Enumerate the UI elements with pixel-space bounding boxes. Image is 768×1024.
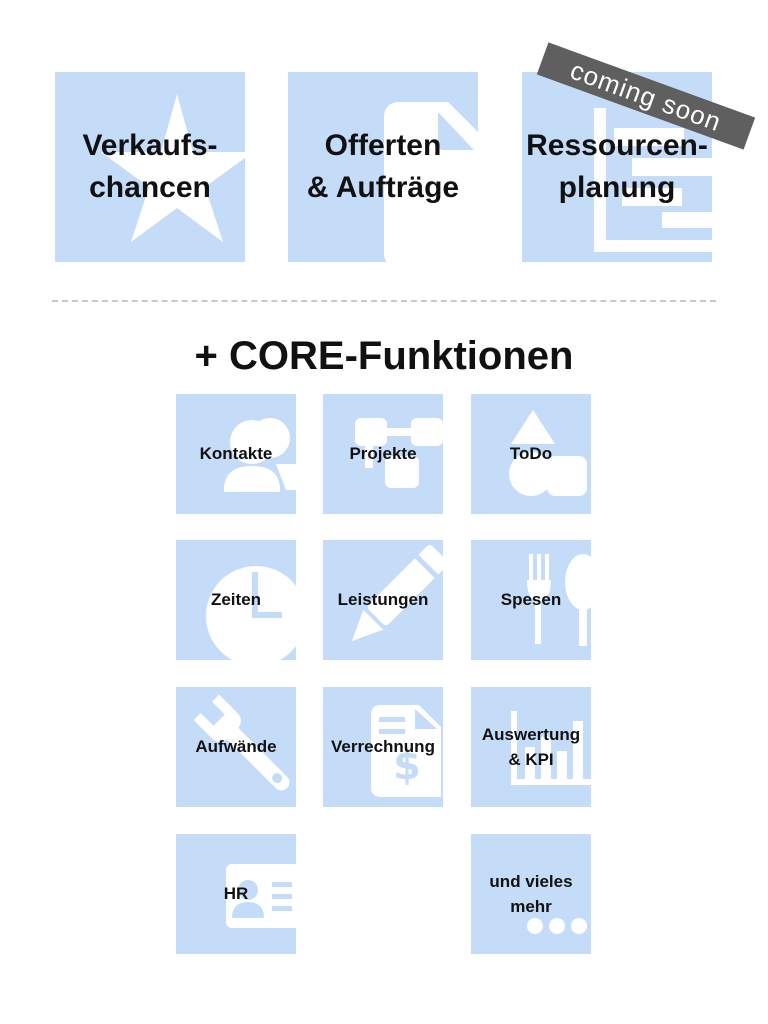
tile-verkaufschancen[interactable]: Verkaufs- chancen — [55, 72, 245, 262]
id-card-icon — [226, 864, 296, 928]
section-heading: + CORE-Funktionen — [194, 334, 574, 378]
tile-spesen[interactable]: Spesen — [471, 540, 591, 660]
tile-hr[interactable]: HR — [176, 834, 296, 954]
invoice-dollar-icon: $ — [371, 705, 441, 797]
tile-label: Auswertung & KPI — [481, 724, 581, 770]
tile-kontakte[interactable]: Kontakte — [176, 394, 296, 514]
fork-spoon-icon — [527, 554, 591, 646]
pencil-icon — [351, 545, 443, 642]
tile-label: Spesen — [500, 590, 562, 610]
tile-label: Ressourcen- planung — [526, 129, 708, 204]
section-divider — [52, 300, 716, 302]
tile-auswertung-kpi[interactable]: Auswertung & KPI — [471, 687, 591, 807]
svg-text:$: $ — [393, 743, 421, 789]
tile-label: Leistungen — [337, 590, 429, 610]
tile-label: Verkaufs- chancen — [82, 129, 218, 204]
tile-label: ToDo — [509, 444, 553, 464]
tile-zeiten[interactable]: Zeiten — [176, 540, 296, 660]
bar-chart-icon — [511, 711, 591, 785]
tile-label: Offerten & Aufträge — [306, 129, 460, 204]
tile-leistungen[interactable]: Leistungen — [323, 540, 443, 660]
tile-und-vieles-mehr[interactable]: und vieles mehr — [471, 834, 591, 954]
tile-projekte[interactable]: Projekte — [323, 394, 443, 514]
wrench-icon — [193, 694, 290, 791]
shapes-icon — [509, 410, 587, 496]
contacts-icon — [224, 418, 296, 492]
star-icon — [101, 94, 245, 242]
clock-icon — [206, 566, 296, 660]
tile-aufwaende[interactable]: Aufwände — [176, 687, 296, 807]
tile-label: Projekte — [349, 444, 417, 464]
tile-label: Kontakte — [199, 444, 273, 464]
more-dots-icon — [527, 918, 587, 934]
tile-label: und vieles mehr — [489, 871, 573, 917]
project-flow-icon — [355, 418, 443, 488]
tile-ressourcenplanung: Ressourcen- planung — [522, 72, 712, 262]
planning-chart-icon — [594, 108, 712, 252]
document-icon — [384, 102, 478, 262]
tile-offerten-auftraege[interactable]: Offerten & Aufträge — [288, 72, 478, 262]
tile-verrechnung[interactable]: $ Verrechnung — [323, 687, 443, 807]
tile-label: Zeiten — [210, 590, 262, 610]
tile-todo[interactable]: ToDo — [471, 394, 591, 514]
tile-label: Aufwände — [195, 737, 277, 757]
tile-label: Verrechnung — [331, 737, 435, 757]
tile-label: HR — [223, 884, 249, 904]
